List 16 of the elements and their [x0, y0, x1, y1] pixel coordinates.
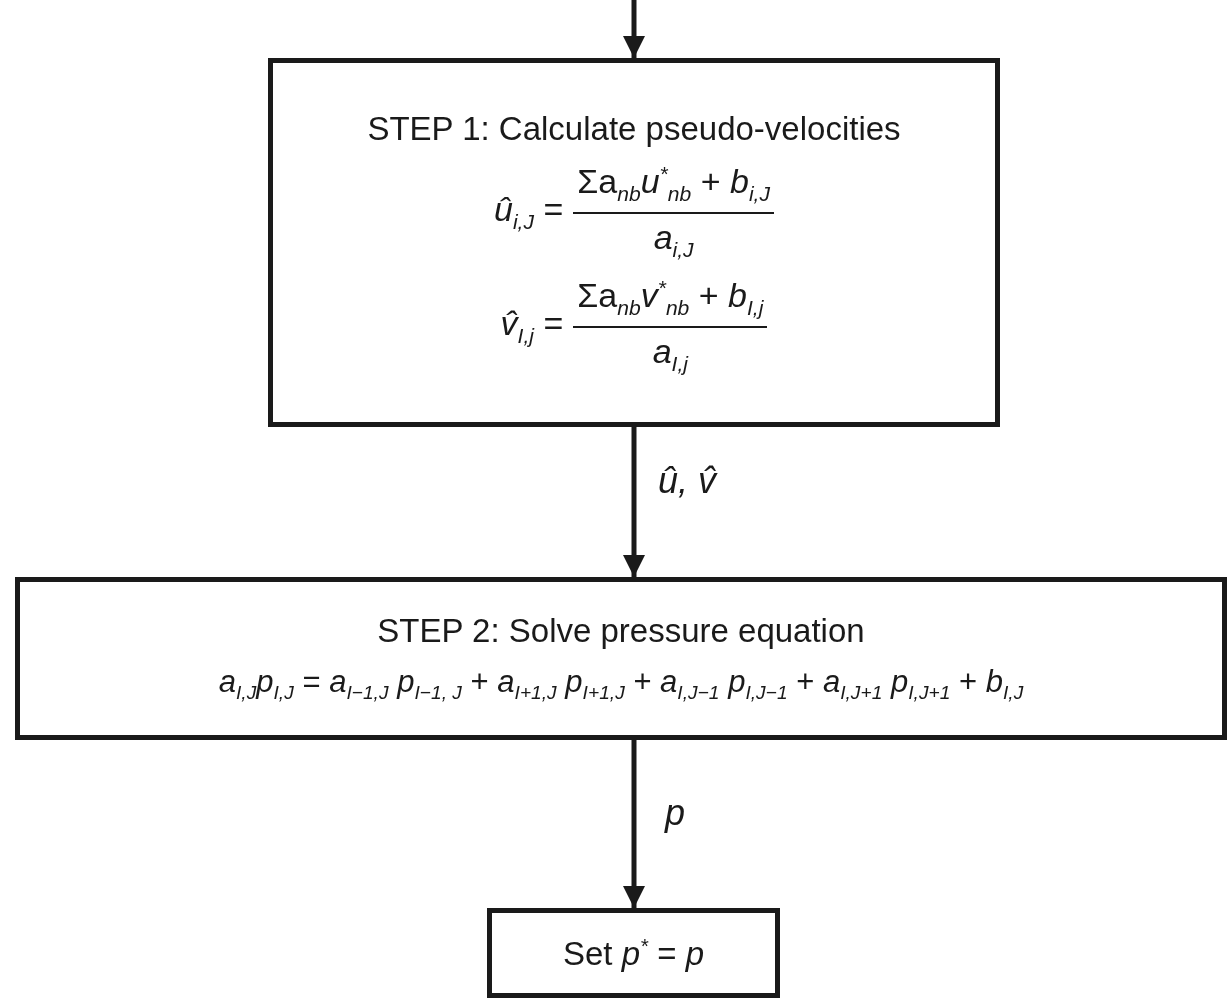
arrow [623, 740, 645, 908]
fraction-denominator: a$_{i,J}$ [653, 216, 694, 262]
process-box [268, 58, 1000, 427]
fraction-denominator: a$_{I,j}$ [652, 330, 688, 376]
step-text: Set p$^{*}$ = p [563, 933, 704, 973]
fraction-numerator: Σa$_{nb}$v$^{*}$$_{nb}$ + b$_{I,j}$ [573, 275, 768, 328]
equation: a$_{I,J}$p$_{I,J}$ = a$_{I−1,J}$ p$_{I−1, J}$ + a$_{I+1,J}$ p$_{I+1,J}$ + a$_{I,J−1}$ p$_{I,J−1}$ + a$_{I,J+1}$ p$_{I,J+1}$ + b$_{I,J}$ [218, 664, 1024, 705]
process-box [487, 908, 780, 998]
step-heading: STEP 1: Calculate pseudo-velocities [367, 109, 901, 148]
fraction-numerator: Σa$_{nb}$u$^{*}$$_{nb}$ + b$_{i,J}$ [573, 161, 775, 214]
arrow [623, 427, 645, 577]
step-heading: STEP 2: Solve pressure equation [377, 612, 865, 651]
arrow [623, 0, 645, 58]
equation-lhs: û$_{i,J}$ = [493, 189, 564, 234]
equation-lhs: v̂$_{I,j}$ = [500, 303, 564, 348]
process-box [15, 577, 1227, 740]
